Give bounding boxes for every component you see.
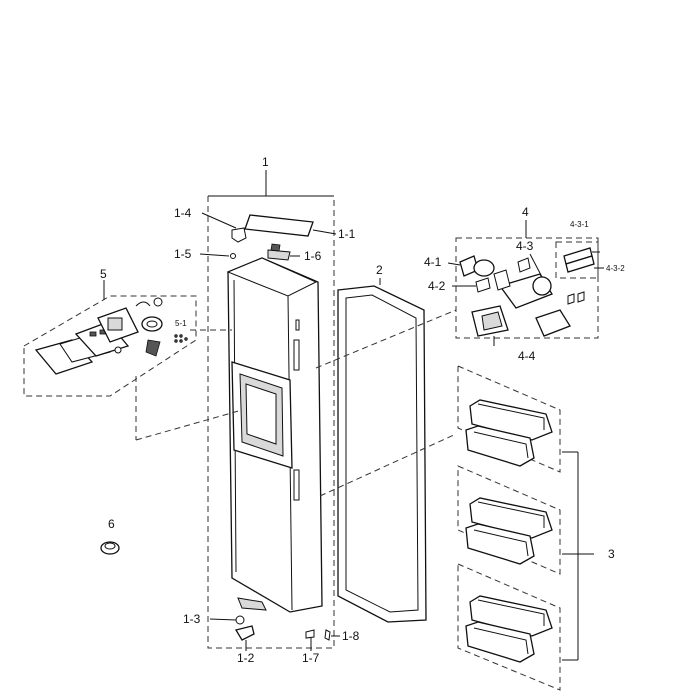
label-4-4: 4-4	[518, 349, 536, 363]
label-4-1: 4-1	[424, 255, 442, 269]
dispenser-cover-group	[23, 280, 197, 397]
bottom-hinge-parts	[209, 615, 255, 651]
top-cover-part	[244, 214, 337, 237]
door-bins-group	[457, 365, 594, 691]
door-panel-part	[226, 257, 323, 613]
door-assembly-group	[207, 170, 335, 649]
assembly-leader-lines	[135, 309, 457, 497]
label-4: 4	[522, 205, 529, 219]
label-5: 5	[100, 267, 107, 281]
door-bin-1	[465, 399, 553, 467]
door-bin-3	[465, 595, 553, 663]
label-1-4: 1-4	[174, 206, 192, 220]
label-4-3: 4-3	[516, 239, 534, 253]
label-1-1: 1-1	[338, 227, 356, 241]
label-1-2: 1-2	[237, 651, 255, 665]
label-1-7: 1-7	[302, 651, 320, 665]
label-4-2: 4-2	[428, 279, 446, 293]
ice-maker-group	[447, 220, 604, 346]
label-5-1: 5-1	[175, 319, 187, 328]
label-1-5: 1-5	[174, 247, 192, 261]
hinge-part	[267, 243, 300, 261]
hinge-bracket-part	[201, 212, 247, 243]
label-2: 2	[376, 263, 383, 277]
door-stop-parts	[305, 629, 340, 651]
door-gasket-part	[337, 278, 427, 623]
label-1-8: 1-8	[342, 629, 360, 643]
label-1-6: 1-6	[304, 249, 322, 263]
label-1-3: 1-3	[183, 612, 201, 626]
label-1: 1	[262, 155, 269, 169]
label-6: 6	[108, 517, 115, 531]
part-6-cap	[100, 541, 120, 555]
label-3: 3	[608, 547, 615, 561]
label-4-3-2: 4-3-2	[606, 264, 625, 273]
door-bin-2	[465, 497, 553, 565]
label-4-3-1: 4-3-1	[570, 220, 589, 229]
pin-part	[199, 253, 236, 259]
